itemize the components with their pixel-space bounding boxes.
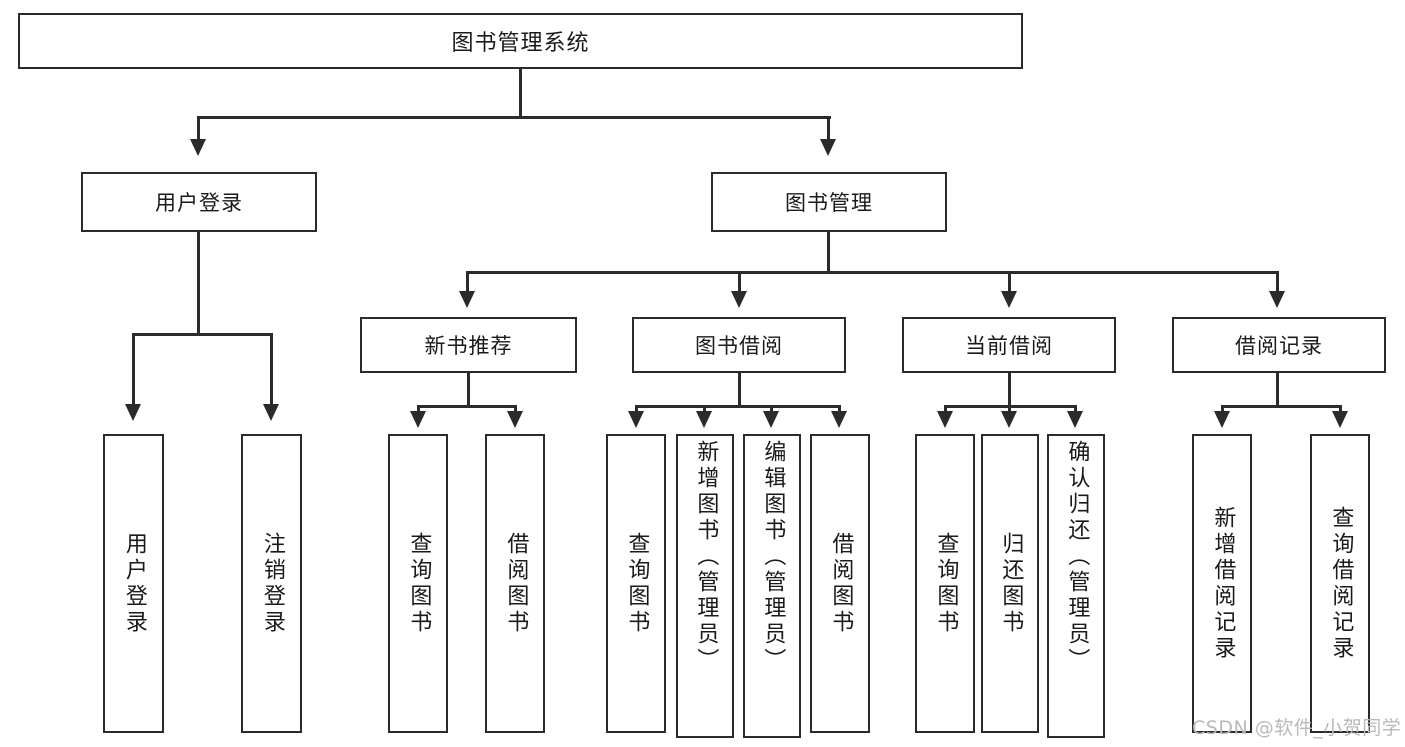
node-book-manage[interactable]: 图书管理: [711, 172, 947, 232]
node-label: 借阅图书: [503, 531, 529, 636]
arrow-to-leaf-add-record: [1214, 411, 1230, 428]
connector-new-book-bus: [417, 405, 517, 408]
connector-new-book-stem: [467, 373, 470, 407]
arrow-to-borrow-record: [1269, 291, 1285, 308]
arrow-to-leaf-query-book-2: [628, 411, 644, 428]
node-book-borrow[interactable]: 图书借阅: [632, 317, 846, 373]
node-label: 用户登录: [121, 531, 147, 636]
connector-current-borrow-drop-2: [1008, 405, 1011, 413]
node-leaf-borrow-book-2[interactable]: 借阅图书: [810, 434, 870, 733]
arrow-to-leaf-edit-book: [763, 411, 779, 428]
connector-borrow-record-drop-1: [1221, 405, 1224, 413]
connector-book-manage-drop-3: [1008, 271, 1011, 293]
connector-book-borrow-drop-1: [635, 405, 638, 413]
node-leaf-query-record[interactable]: 查询借阅记录: [1310, 434, 1370, 733]
node-label: 图书管理: [785, 191, 873, 215]
connector-book-borrow-drop-4: [838, 405, 841, 413]
arrow-to-leaf-user-login: [125, 404, 141, 421]
node-leaf-edit-book[interactable]: 编辑图书（管理员）: [743, 434, 801, 738]
arrow-to-leaf-return-book: [1001, 411, 1017, 428]
arrow-to-leaf-query-book-1: [410, 411, 426, 428]
node-leaf-add-record[interactable]: 新增借阅记录: [1192, 434, 1252, 733]
node-leaf-logout[interactable]: 注销登录: [241, 434, 302, 733]
arrow-to-leaf-borrow-book-2: [831, 411, 847, 428]
arrow-to-leaf-borrow-book-1: [507, 411, 523, 428]
connector-root-stem: [519, 69, 522, 118]
node-new-book-recommend[interactable]: 新书推荐: [360, 317, 577, 373]
node-label: 编辑图书（管理员）: [760, 440, 786, 674]
connector-book-borrow-bus: [635, 405, 841, 408]
connector-book-borrow-drop-2: [703, 405, 706, 413]
connector-root-drop-right: [827, 116, 830, 141]
node-label: 确认归还（管理员）: [1064, 440, 1090, 674]
arrow-to-leaf-query-record: [1332, 411, 1348, 428]
node-user-login[interactable]: 用户登录: [81, 172, 317, 232]
arrow-to-new-book-recommend: [459, 291, 475, 308]
node-label: 查询图书: [406, 531, 432, 636]
connector-borrow-record-stem: [1276, 373, 1279, 407]
node-label: 查询图书: [933, 531, 959, 636]
arrow-to-book-borrow: [731, 291, 747, 308]
node-label: 图书借阅: [695, 334, 783, 358]
node-label: 归还图书: [998, 531, 1024, 636]
connector-user-login-drop-1: [132, 333, 135, 406]
node-leaf-query-book-1[interactable]: 查询图书: [388, 434, 448, 733]
connector-user-login-stem: [197, 232, 200, 335]
connector-user-login-drop-2: [270, 333, 273, 406]
node-leaf-user-login[interactable]: 用户登录: [103, 434, 164, 733]
arrow-to-leaf-query-book-3: [937, 411, 953, 428]
connector-user-login-bus: [132, 333, 273, 336]
connector-current-borrow-drop-3: [1074, 405, 1077, 413]
node-label: 用户登录: [155, 191, 243, 215]
node-label: 新增借阅记录: [1210, 505, 1236, 662]
connector-book-manage-stem: [827, 232, 830, 274]
node-label: 新书推荐: [424, 334, 513, 358]
node-leaf-borrow-book-1[interactable]: 借阅图书: [485, 434, 545, 733]
node-borrow-record[interactable]: 借阅记录: [1172, 317, 1386, 373]
arrow-to-leaf-add-book: [696, 411, 712, 428]
arrow-to-user-login: [190, 139, 206, 156]
node-leaf-return-book[interactable]: 归还图书: [981, 434, 1039, 733]
node-current-borrow[interactable]: 当前借阅: [902, 317, 1116, 373]
connector-book-manage-drop-1: [466, 271, 469, 293]
node-label: 查询借阅记录: [1328, 505, 1354, 662]
node-leaf-confirm-return[interactable]: 确认归还（管理员）: [1047, 434, 1105, 738]
arrow-to-current-borrow: [1001, 291, 1017, 308]
node-leaf-query-book-3[interactable]: 查询图书: [915, 434, 975, 733]
connector-book-borrow-drop-3: [770, 405, 773, 413]
connector-root-bus: [197, 116, 831, 119]
node-root-图书管理系统[interactable]: 图书管理系统: [18, 13, 1023, 69]
node-label: 查询图书: [624, 531, 650, 636]
connector-borrow-record-bus: [1221, 405, 1342, 408]
node-label: 注销登录: [259, 531, 285, 636]
connector-book-manage-drop-4: [1276, 271, 1279, 293]
node-label: 新增图书（管理员）: [693, 440, 719, 674]
connector-borrow-record-drop-2: [1339, 405, 1342, 413]
connector-new-book-drop-2: [514, 405, 517, 413]
node-leaf-query-book-2[interactable]: 查询图书: [606, 434, 666, 733]
node-label: 借阅图书: [828, 531, 854, 636]
watermark-text: CSDN @软件_小贺同学: [1192, 717, 1402, 739]
arrow-to-book-manage: [820, 139, 836, 156]
connector-book-manage-bus: [466, 271, 1278, 274]
connector-book-borrow-stem: [738, 373, 741, 407]
node-label: 当前借阅: [965, 334, 1053, 358]
node-label: 图书管理系统: [451, 31, 590, 56]
connector-new-book-drop-1: [417, 405, 420, 413]
node-leaf-add-book[interactable]: 新增图书（管理员）: [676, 434, 734, 738]
arrow-to-leaf-confirm-return: [1067, 411, 1083, 428]
connector-book-manage-drop-2: [738, 271, 741, 293]
arrow-to-leaf-logout: [263, 404, 279, 421]
connector-root-drop-left: [197, 116, 200, 141]
connector-current-borrow-stem: [1008, 373, 1011, 407]
node-label: 借阅记录: [1235, 334, 1323, 358]
connector-current-borrow-drop-1: [944, 405, 947, 413]
